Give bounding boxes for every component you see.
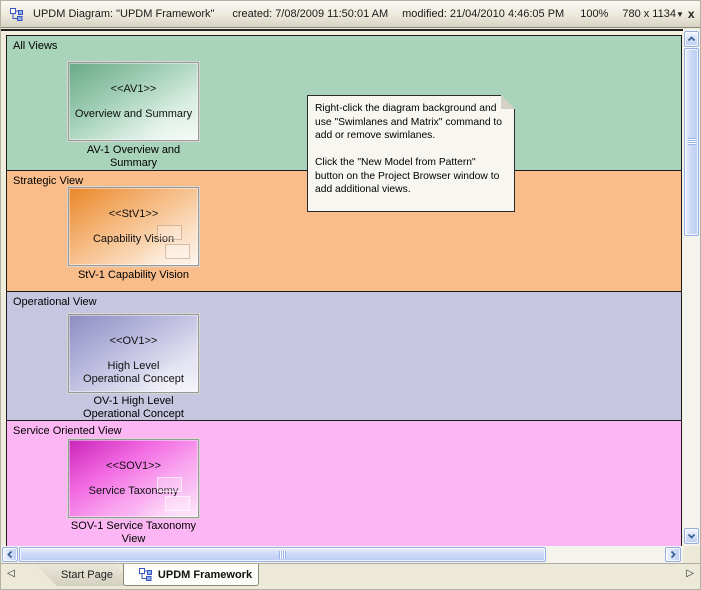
chevron-up-icon — [687, 36, 696, 42]
element-caption: AV-1 Overview and Summary — [86, 144, 181, 169]
element-name: Overview and Summary — [74, 108, 193, 120]
swimlane-label: Strategic View — [13, 175, 84, 187]
vertical-scrollbar-thumb[interactable] — [684, 48, 699, 236]
swimlane-label: All Views — [13, 40, 58, 52]
element-stereotype: <<AV1>> — [110, 83, 157, 95]
element-caption: SOV-1 Service Taxonomy View — [70, 520, 197, 545]
diagram-titlebar: UPDM Diagram: "UPDM Framework" created: … — [1, 1, 700, 28]
swimlane-label: Service Oriented View — [13, 425, 122, 437]
pattern-decoration — [165, 496, 190, 511]
diagram-icon — [10, 7, 23, 21]
swimlane-label: Operational View — [13, 296, 97, 308]
chevron-right-icon — [670, 550, 676, 559]
note-text: Right-click the diagram background and u… — [315, 103, 503, 195]
element-caption: StV-1 Capability Vision — [77, 269, 190, 281]
note-fold-corner-icon — [501, 95, 515, 109]
tab-start-page[interactable]: Start Page — [35, 564, 131, 586]
diagram-title: UPDM Diagram: "UPDM Framework" — [33, 8, 215, 20]
tab-label: UPDM Framework — [157, 568, 253, 581]
diagram-icon — [138, 568, 152, 581]
element-av1-overview-and-summary[interactable]: <<AV1>> Overview and Summary — [68, 62, 199, 141]
pattern-decoration — [165, 244, 190, 259]
element-stereotype: <<SOV1>> — [105, 460, 162, 472]
element-stereotype: <<OV1>> — [109, 335, 158, 347]
zoom-level: 100% — [580, 8, 609, 20]
pattern-decoration — [157, 477, 182, 492]
titlebar-dropdown-button[interactable]: ▼ — [675, 9, 684, 19]
close-button[interactable]: x — [687, 7, 695, 21]
element-caption: OV-1 High Level Operational Concept — [83, 395, 184, 420]
tab-scroll-right-icon[interactable]: ▷ — [686, 568, 694, 579]
scroll-left-button[interactable] — [2, 547, 18, 562]
pattern-decoration — [157, 225, 182, 240]
chevron-left-icon — [7, 550, 13, 559]
element-name: High Level Operational Concept — [83, 360, 184, 385]
created-timestamp: created: 7/08/2009 11:50:01 AM — [232, 8, 389, 20]
tab-label: Start Page — [61, 569, 113, 581]
element-name: Capability Vision — [92, 233, 175, 245]
chevron-down-icon — [687, 533, 696, 539]
canvas-size: 780 x 1134 — [622, 8, 676, 20]
scrollbar-corner — [683, 546, 700, 563]
diagram-tab-bar: ◁ Start Page UPDM Framework ▷ — [1, 563, 700, 589]
modified-timestamp: modified: 21/04/2010 4:46:05 PM — [402, 8, 565, 20]
thumb-grip-icon — [688, 138, 696, 145]
element-sov1-service-taxonomy[interactable]: <<SOV1>> Service Taxonomy — [68, 439, 199, 518]
element-stereotype: <<StV1>> — [108, 208, 159, 220]
scroll-up-button[interactable] — [684, 31, 699, 47]
element-name: Service Taxonomy — [88, 485, 179, 497]
horizontal-scrollbar[interactable] — [1, 546, 683, 563]
vertical-scrollbar[interactable] — [683, 29, 700, 546]
tab-scroll-left-icon[interactable]: ◁ — [7, 568, 15, 579]
diagram-canvas[interactable]: All Views Strategic View Operational Vie… — [1, 29, 683, 546]
tab-updm-framework[interactable]: UPDM Framework — [123, 564, 259, 586]
thumb-grip-icon — [278, 551, 286, 559]
element-ov1-high-level-operational-concept[interactable]: <<OV1>> High Level Operational Concept — [68, 314, 199, 393]
horizontal-scrollbar-thumb[interactable] — [19, 547, 546, 562]
scroll-right-button[interactable] — [665, 547, 681, 562]
element-stv1-capability-vision[interactable]: <<StV1>> Capability Vision — [68, 187, 199, 266]
scroll-down-button[interactable] — [684, 528, 699, 544]
note-element[interactable]: Right-click the diagram background and u… — [307, 95, 515, 212]
